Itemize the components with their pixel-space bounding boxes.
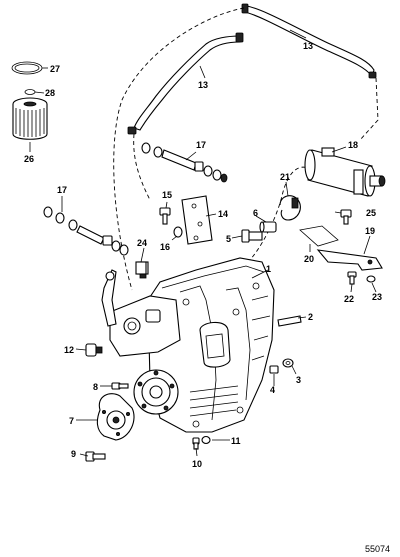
screw-23 — [366, 275, 376, 283]
callout-21: 21 — [280, 172, 290, 182]
callout-17-upper: 17 — [196, 140, 206, 150]
cooler — [304, 147, 386, 197]
callout-6: 6 — [253, 208, 258, 218]
bracket — [316, 249, 383, 271]
fitting — [259, 221, 277, 233]
figure-id: 55074 — [365, 544, 390, 554]
gasket — [299, 225, 339, 247]
hose-lower — [127, 32, 244, 135]
bolt-9 — [85, 451, 106, 462]
callout-19: 19 — [365, 226, 375, 236]
washer-16 — [173, 226, 183, 238]
callout-8: 8 — [93, 382, 98, 392]
callout-5: 5 — [226, 234, 231, 244]
callout-20: 20 — [304, 254, 314, 264]
bolt-15 — [159, 207, 171, 225]
hardware-set-lower — [43, 206, 129, 256]
callout-16: 16 — [160, 242, 170, 252]
bolt-8 — [111, 382, 129, 390]
callout-27: 27 — [50, 64, 60, 74]
routing-line — [113, 7, 245, 291]
callout-25: 25 — [366, 208, 376, 218]
output-flange — [133, 369, 179, 415]
callout-13-upper: 13 — [303, 41, 313, 51]
callout-2: 2 — [308, 312, 313, 322]
callout-14: 14 — [218, 209, 228, 219]
callout-18: 18 — [348, 140, 358, 150]
callout-28: 28 — [45, 88, 55, 98]
washer-11 — [201, 435, 211, 445]
callout-12: 12 — [64, 345, 74, 355]
clamp — [279, 195, 301, 221]
callout-4: 4 — [270, 385, 275, 395]
coupler-7 — [96, 393, 135, 441]
callout-15: 15 — [162, 190, 172, 200]
callout-26: 26 — [24, 154, 34, 164]
callout-1: 1 — [266, 264, 271, 274]
screw-22 — [347, 271, 357, 285]
callout-7: 7 — [69, 416, 74, 426]
leader-lines — [29, 29, 377, 457]
mounting-plate — [181, 195, 213, 245]
hardware-set-upper — [141, 142, 228, 183]
callout-24: 24 — [137, 238, 147, 248]
callout-11: 11 — [231, 436, 241, 446]
callout-17-lower: 17 — [57, 185, 67, 195]
callout-10: 10 — [192, 459, 202, 469]
nut-4 — [269, 365, 279, 374]
sensor-12 — [85, 343, 103, 357]
transmission-housing — [147, 257, 275, 433]
routing-line — [133, 133, 151, 201]
filter-kit — [11, 61, 48, 140]
fitting-24 — [135, 261, 147, 275]
callout-13-lower: 13 — [198, 80, 208, 90]
callout-22: 22 — [344, 294, 354, 304]
callout-labels: 1 2 3 4 5 6 7 8 9 10 11 12 13 13 14 15 1… — [24, 41, 382, 469]
routing-line — [359, 77, 379, 141]
screw-10 — [192, 437, 200, 450]
callout-9: 9 — [71, 449, 76, 459]
bolt — [241, 229, 263, 243]
control-valve-body — [101, 261, 181, 357]
hose-upper — [241, 3, 377, 79]
stud-2 — [277, 315, 302, 327]
callout-23: 23 — [372, 292, 382, 302]
screw-25 — [340, 209, 352, 225]
callout-3: 3 — [296, 375, 301, 385]
washer-3 — [282, 358, 294, 368]
